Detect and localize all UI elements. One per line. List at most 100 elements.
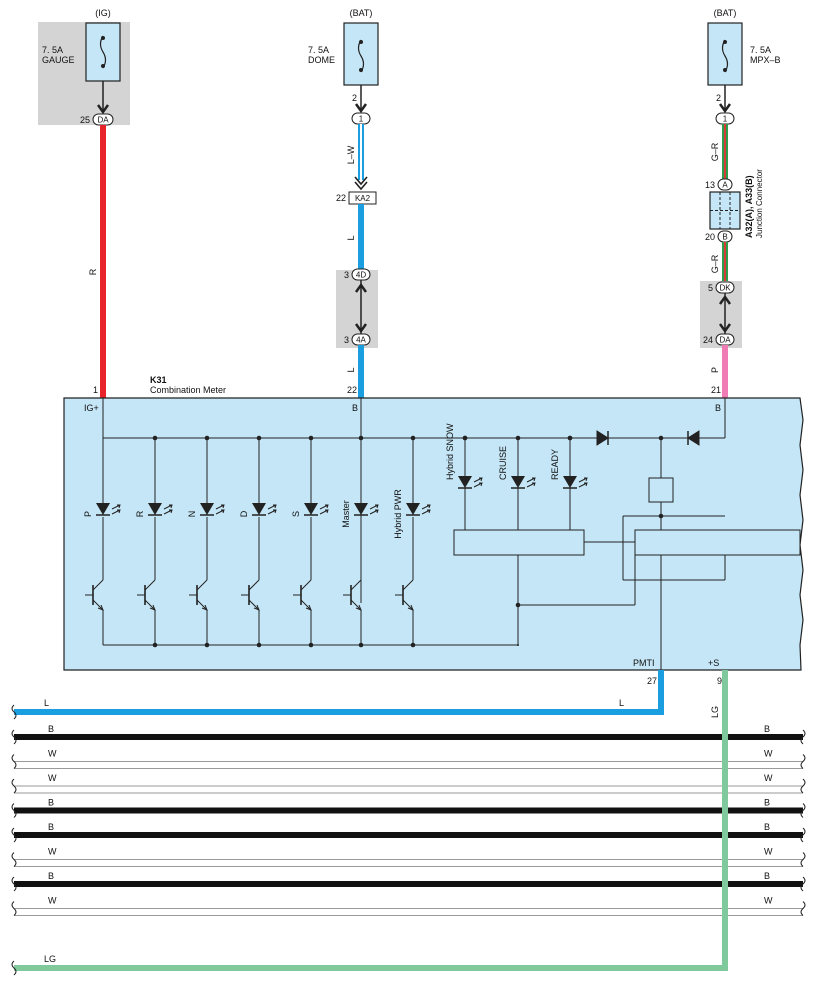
junction-b-label: B: [722, 233, 727, 242]
wire-break-icon: [800, 901, 806, 916]
bus-row-label-right: W: [764, 773, 773, 783]
junction-b-pin: 20: [705, 232, 715, 242]
bus-row-label-left: W: [48, 896, 57, 906]
junction-dot: [462, 435, 468, 441]
wire-break-icon: [11, 803, 17, 818]
led-label: Hybrid SNOW: [445, 423, 455, 480]
led-label: P: [83, 511, 93, 517]
bus-row-label-left: W: [48, 749, 57, 759]
wire-dome-mid-label: L: [346, 235, 356, 240]
fuse-mpx: (BAT) 7. 5A MPX–B 2 1: [707, 8, 781, 125]
meter-pin-b2: 21: [711, 385, 721, 395]
bus-row-label-left: B: [48, 871, 54, 881]
bus-row-label-left: W: [48, 847, 57, 857]
wire-break-icon: [11, 852, 17, 867]
junction-dot: [256, 642, 262, 648]
junction-dot: [515, 435, 521, 441]
led-light-icon: [578, 477, 588, 488]
led-light-icon: [369, 504, 379, 515]
led-light-icon: [473, 477, 483, 488]
meter-pin-ig: 1: [93, 385, 98, 395]
wire-break-icon: [11, 827, 17, 843]
fuse-mpx-name: MPX–B: [750, 55, 781, 65]
junction-dot: [658, 513, 664, 519]
connector-4d-label: 4D: [356, 271, 366, 280]
wire-break-icon: [800, 803, 806, 818]
led-icon: [354, 503, 368, 515]
connector-ka2-pin: 22: [336, 193, 346, 203]
junction-title: A32(A), A33(B): [744, 175, 754, 238]
wire-mpx-upper-label: G–R: [710, 142, 720, 161]
meter-pin-pmti: 27: [647, 676, 657, 686]
led-icon: [304, 503, 318, 515]
led-icon: [458, 476, 472, 488]
combination-meter: K31 Combination Meter 1 22 21 IG+ B B PM…: [63, 375, 804, 710]
wire-break-icon: [800, 876, 806, 892]
led-icon: [148, 503, 162, 515]
junction-dot: [204, 642, 210, 648]
wire-gauge: R: [88, 125, 106, 398]
junction-a-pin: 13: [705, 180, 715, 190]
led-label: Hybrid PWR: [393, 489, 403, 539]
wire-break-icon: [800, 729, 806, 745]
connector-4d-pin: 3: [344, 270, 349, 280]
led-light-icon: [526, 477, 536, 488]
bus-row-label-right: B: [764, 871, 770, 881]
wire-lg-vertical-label: LG: [710, 706, 720, 718]
wire-break-icon: [11, 729, 17, 745]
junction-dot: [567, 435, 573, 441]
wire-dome-lower-label: L: [346, 367, 356, 372]
led-light-icon: [215, 504, 225, 515]
wire-mpx: G–R A 13 B 20 A32(A), A33(B) Junction Co…: [700, 124, 764, 398]
wire-break-icon: [800, 754, 806, 769]
wire-break-icon: [11, 754, 17, 769]
connector-1-dome: 1: [359, 115, 364, 124]
bus-row-label-right: W: [764, 847, 773, 857]
junction-dot: [410, 642, 416, 648]
led-light-icon: [267, 504, 277, 515]
led-label: D: [239, 510, 249, 517]
fuse-gauge: (IG) 7. 5A GAUGE DA 25: [38, 8, 130, 126]
fuse-gauge-name: GAUGE: [42, 55, 75, 65]
wire-dome-upper-label: L–W: [346, 145, 356, 164]
led-icon: [563, 476, 577, 488]
junction-dot: [152, 642, 158, 648]
meter-terminal-pmti: PMTI: [633, 658, 655, 668]
led-label: Master: [341, 500, 351, 528]
led-light-icon: [421, 504, 431, 515]
wire-mpx-mid-label: G–R: [710, 254, 720, 273]
fuse-dome-icon: [357, 39, 365, 73]
fuse-gauge-icon: [99, 35, 107, 69]
connector-da-pin: 25: [80, 115, 90, 125]
fuse-mpx-rating: 7. 5A: [750, 45, 771, 55]
junction-a-label: A: [722, 181, 728, 190]
connector-da2-label: DA: [719, 336, 731, 345]
bus-row-label-right: B: [764, 798, 770, 808]
bus-row-label-left: B: [48, 724, 54, 734]
led-light-icon: [111, 504, 121, 515]
fuse-dome-pin: 2: [352, 93, 357, 103]
wire-break-icon: [800, 827, 806, 843]
fuse-dome-rating: 7. 5A: [308, 45, 329, 55]
wire-break-icon: [800, 778, 806, 794]
connector-ka2-label: KA2: [355, 194, 371, 203]
led-label: CRUISE: [498, 446, 508, 480]
led-icon: [96, 503, 110, 515]
meter-code: K31: [150, 375, 167, 385]
wire-break-icon: [800, 852, 806, 867]
fuse-dome-name: DOME: [308, 55, 335, 65]
meter-pin-s: 9: [717, 676, 722, 686]
meter-terminal-b1: B: [352, 403, 358, 413]
wire-dome: L–W KA2 22 L 4D 3 4A 3 L: [336, 124, 378, 398]
connector-da2-pin: 24: [703, 335, 713, 345]
bus-row-label-left: W: [48, 773, 57, 783]
fuse-dome: (BAT) 7. 5A DOME 2 1: [308, 8, 379, 125]
junction-dot: [308, 642, 314, 648]
bus-l-right-label: L: [619, 698, 624, 708]
bus-row-label-right: W: [764, 749, 773, 759]
fuse-mpx-pin: 2: [716, 93, 721, 103]
fuse-mpx-source: (BAT): [714, 8, 737, 18]
bus-lg-bottom-label: LG: [44, 954, 56, 964]
meter-terminal-s: +S: [708, 658, 719, 668]
